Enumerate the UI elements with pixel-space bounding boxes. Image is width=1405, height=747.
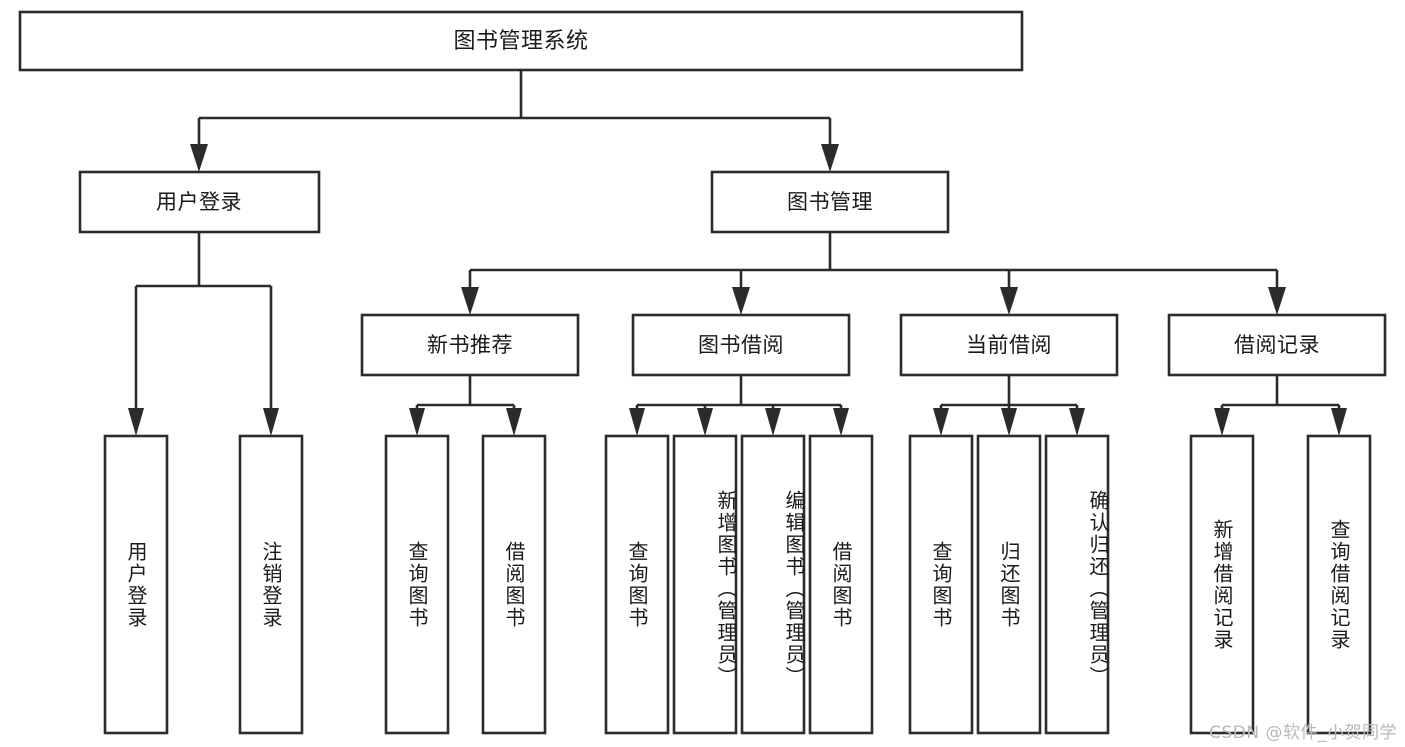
node-user-login-label: 用户登录 (156, 190, 242, 214)
arrowhead-user-login (190, 144, 208, 172)
leaf-box-br-1[interactable] (1189, 434, 1255, 735)
connector-group-user-login (128, 232, 279, 436)
csdn-watermark: CSDN @软件_小贺同学 (1209, 723, 1397, 743)
node-book-management-rect (710, 170, 950, 234)
leaf-box-user-login-1[interactable] (103, 434, 169, 735)
leaf-box-nbr-2[interactable] (481, 434, 547, 735)
node-new-book-recommend[interactable]: 新书推荐 (360, 313, 580, 377)
connector-group-borrow-record (1214, 375, 1347, 436)
node-borrow-record-label: 借阅记录 (1234, 333, 1320, 357)
arrowhead-leaf-bb-3 (765, 408, 781, 436)
leaf-box-cb-2[interactable] (976, 434, 1042, 735)
connector-group-new-book-recommend (409, 375, 522, 436)
node-root-label: 图书管理系统 (453, 29, 588, 54)
node-book-management-label: 图书管理 (787, 190, 873, 214)
node-new-book-recommend-rect (360, 313, 580, 377)
arrowhead-borrow-record (1268, 287, 1286, 315)
node-current-borrow[interactable]: 当前借阅 (899, 313, 1119, 377)
leaf-box-bb-1[interactable] (604, 434, 670, 735)
leaf-box-bb-4[interactable] (808, 434, 874, 735)
leaf-box-bb-3[interactable] (740, 434, 806, 735)
connector-group-current-borrow (933, 375, 1085, 436)
arrowhead-leaf-user-login-1 (128, 408, 144, 436)
arrowhead-leaf-nbr-2 (506, 408, 522, 436)
leaf-box-nbr-1[interactable] (384, 434, 450, 735)
leaf-box-user-login-2[interactable] (238, 434, 304, 735)
node-book-management[interactable]: 图书管理 (710, 170, 950, 234)
node-new-book-recommend-label: 新书推荐 (427, 333, 513, 357)
node-root-rect (18, 10, 1024, 72)
node-book-borrow-rect (631, 313, 851, 377)
arrowhead-leaf-br-1 (1214, 408, 1230, 436)
node-root-book-management-system[interactable]: 图书管理系统 (18, 10, 1024, 72)
arrowhead-leaf-nbr-1 (409, 408, 425, 436)
arrowhead-leaf-bb-1 (629, 408, 645, 436)
arrowhead-book-borrow (732, 287, 750, 315)
node-current-borrow-label: 当前借阅 (966, 333, 1052, 357)
arrowhead-leaf-user-login-2 (263, 408, 279, 436)
arrowhead-leaf-bb-2 (697, 408, 713, 436)
arrowhead-current-borrow (1000, 287, 1018, 315)
leaf-box-cb-1[interactable] (908, 434, 974, 735)
arrowhead-new-book-recommend (461, 287, 479, 315)
node-user-login-rect (78, 170, 321, 234)
node-borrow-record[interactable]: 借阅记录 (1167, 313, 1387, 377)
arrowhead-leaf-bb-4 (833, 408, 849, 436)
arrowhead-leaf-cb-3 (1069, 408, 1085, 436)
connector-group-root (190, 70, 839, 172)
arrowhead-leaf-cb-1 (933, 408, 949, 436)
connector-group-book-borrow (629, 375, 849, 436)
node-current-borrow-rect (899, 313, 1119, 377)
leaf-box-br-2[interactable] (1306, 434, 1372, 735)
leaf-box-bb-2[interactable] (672, 434, 738, 735)
node-borrow-record-rect (1167, 313, 1387, 377)
leaf-box-cb-3[interactable] (1044, 434, 1110, 735)
arrowhead-book-manage (821, 144, 839, 172)
arrowhead-leaf-cb-2 (1001, 408, 1017, 436)
node-book-borrow[interactable]: 图书借阅 (631, 313, 851, 377)
node-user-login[interactable]: 用户登录 (78, 170, 321, 234)
arrowhead-leaf-br-2 (1331, 408, 1347, 436)
connector-group-book-manage (461, 232, 1286, 315)
node-book-borrow-label: 图书借阅 (698, 333, 784, 357)
